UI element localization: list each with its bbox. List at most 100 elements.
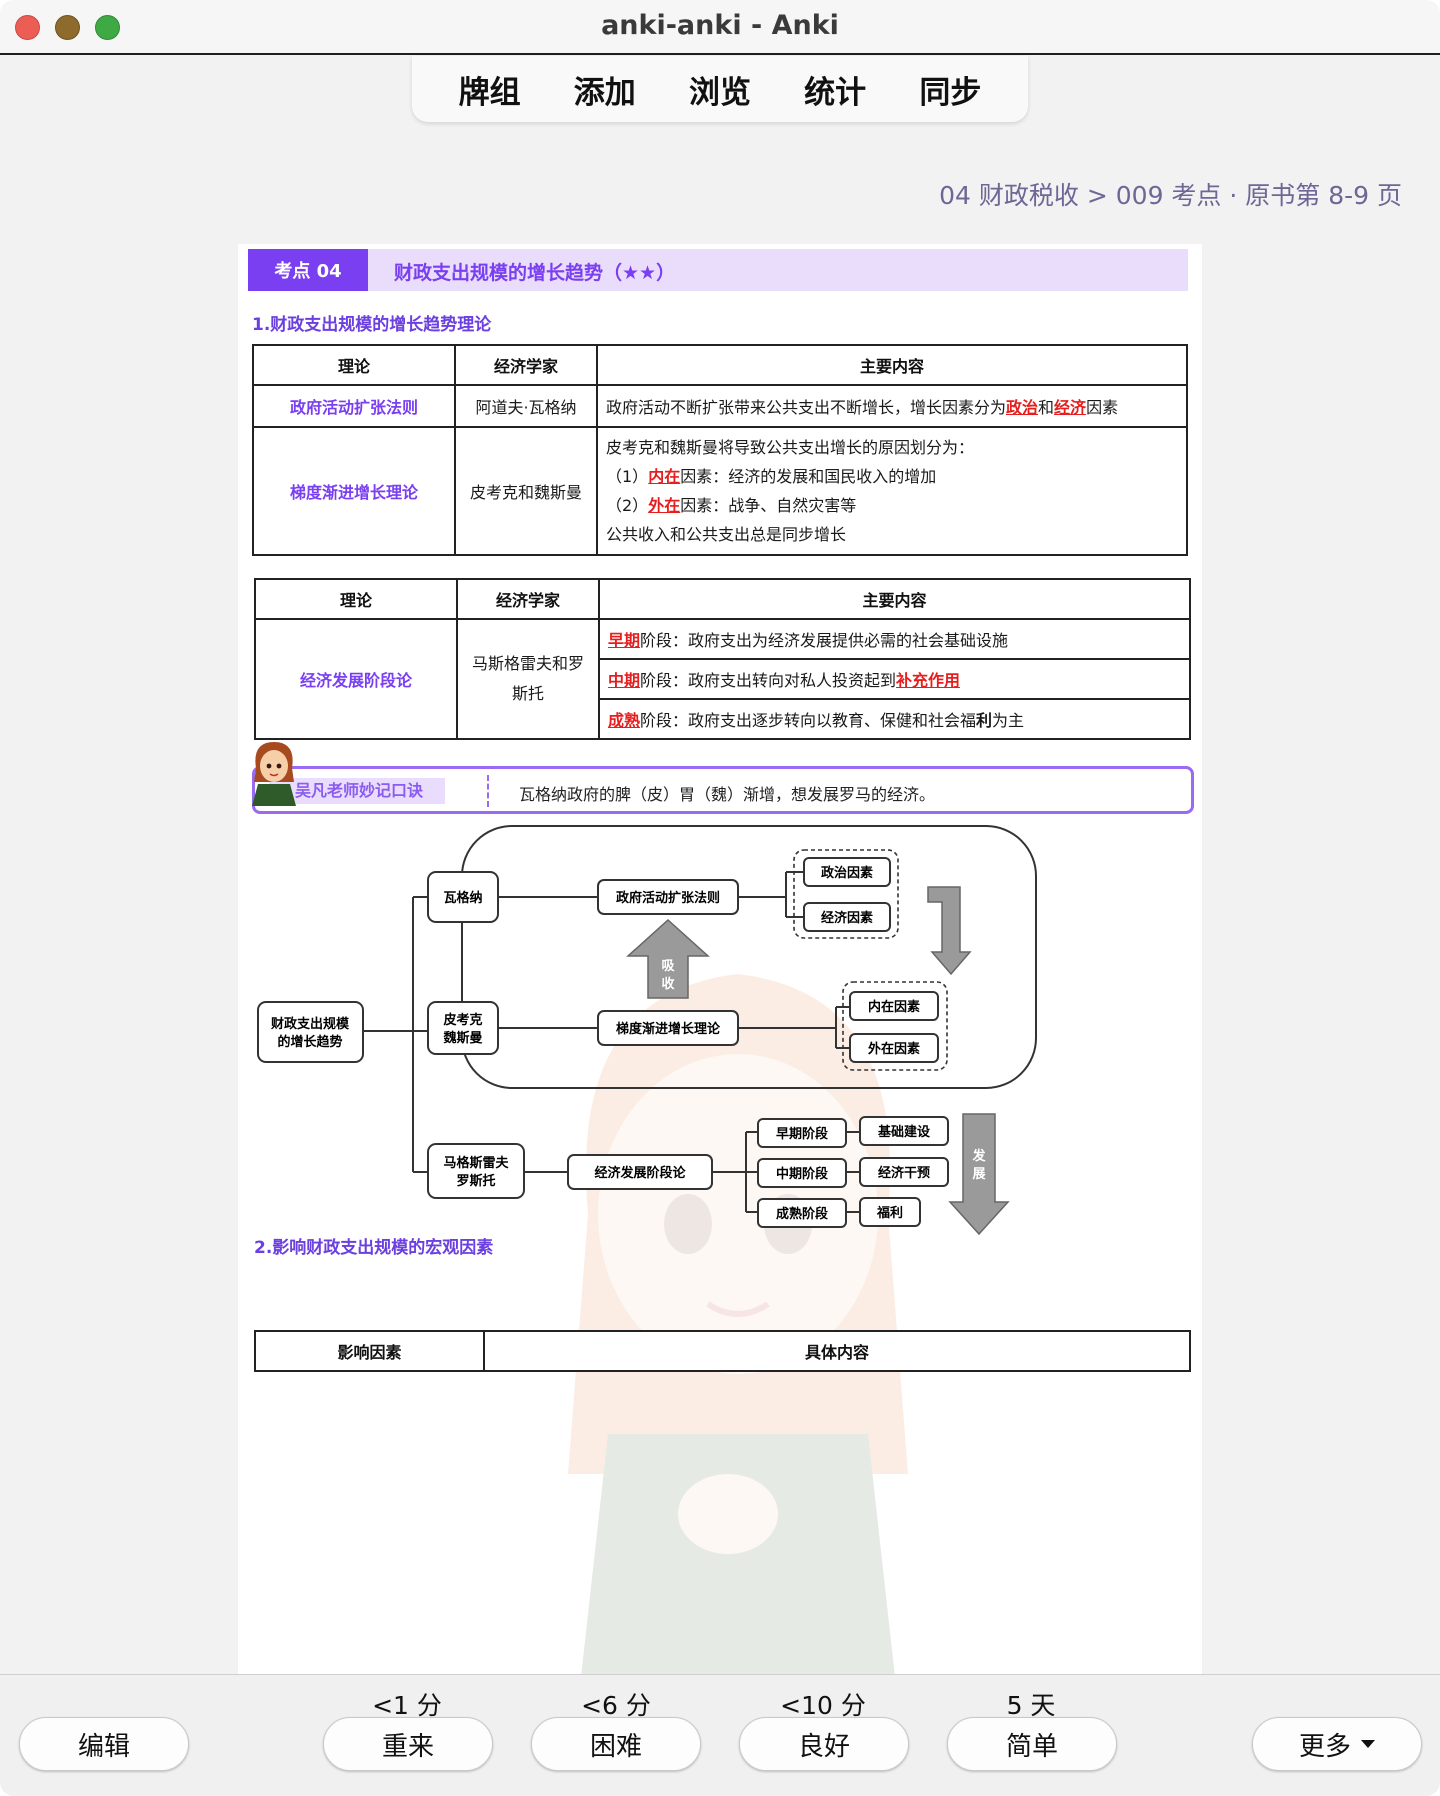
theory-name: 经济发展阶段论 xyxy=(254,618,458,740)
macro-factors-table: 影响因素 具体内容 xyxy=(254,1330,1191,1372)
close-window-button[interactable] xyxy=(15,15,40,40)
good-button[interactable]: 良好 xyxy=(739,1717,909,1771)
easy-interval: 5 天 xyxy=(1006,1691,1056,1720)
node-peacock-line1: 皮考克 xyxy=(442,1012,482,1027)
easy-button[interactable]: 简单 xyxy=(947,1717,1117,1771)
col-theory: 理论 xyxy=(252,344,456,386)
edit-button[interactable]: 编辑 xyxy=(19,1717,189,1771)
kp-header: 考点 04 财政支出规模的增长趋势（★★） xyxy=(248,249,1188,291)
highlight-economic: 经济 xyxy=(1054,398,1087,417)
content-text: （1） xyxy=(606,467,649,486)
node-stage-theory xyxy=(567,1154,713,1190)
highlight-middle: 中期 xyxy=(608,671,641,690)
absorb-label-1: 吸 xyxy=(661,958,675,973)
node-musgrave-line2: 罗斯托 xyxy=(456,1173,495,1188)
node-political-factor xyxy=(803,857,891,887)
economist-name: 皮考克和魏斯曼 xyxy=(454,426,598,556)
col-theory: 理论 xyxy=(254,578,458,620)
good-interval: <10 分 xyxy=(780,1691,866,1720)
again-button[interactable]: 重来 xyxy=(323,1717,493,1771)
node-mature-stage xyxy=(757,1198,847,1228)
highlight-early: 早期 xyxy=(608,631,641,650)
table-row: 成熟阶段：政府支出逐步转向以教育、保健和社会福利为主 xyxy=(255,698,1191,740)
node-musgrave-line1: 马格斯雷夫 xyxy=(443,1155,509,1170)
node-gradual-theory-label: 梯度渐进增长理论 xyxy=(616,1021,721,1036)
col-detail: 具体内容 xyxy=(483,1330,1191,1372)
node-intervention xyxy=(859,1157,949,1187)
nav-browse[interactable]: 浏览 xyxy=(688,74,751,111)
develop-label-2: 展 xyxy=(972,1166,986,1181)
table-header-row: 影响因素 具体内容 xyxy=(254,1330,1191,1372)
stage-content: 成熟阶段：政府支出逐步转向以教育、保健和社会福利为主 xyxy=(598,698,1191,740)
theory-name: 政府活动扩张法则 xyxy=(252,384,456,428)
content-line: （1）内在因素：经济的发展和国民收入的增加 xyxy=(606,462,1178,491)
more-button[interactable]: 更多 xyxy=(1252,1717,1422,1771)
growth-trend-diagram: 财政支出规模 的增长趋势 瓦格纳 政府活动扩张法则 政治因素 经济因素 吸 收 … xyxy=(257,825,1037,1236)
col-content: 主要内容 xyxy=(596,344,1188,386)
content-line: 公共收入和公共支出总是同步增长 xyxy=(606,525,847,544)
nav-add[interactable]: 添加 xyxy=(573,74,636,111)
node-wagner-label: 瓦格纳 xyxy=(443,890,482,905)
teacher-avatar-icon xyxy=(252,742,296,806)
nav-sync[interactable]: 同步 xyxy=(919,74,982,111)
node-external-factor xyxy=(849,1033,939,1063)
card-content: 考点 04 财政支出规模的增长趋势（★★） 1.财政支出规模的增长趋势理论 理论… xyxy=(238,244,1202,1674)
hard-button[interactable]: 困难 xyxy=(531,1717,701,1771)
kp-tag: 考点 04 xyxy=(248,249,368,291)
highlight-external: 外在 xyxy=(648,496,681,515)
theory-content: 政府活动不断扩张带来公共支出不断增长，增长因素分为政治和经济因素 xyxy=(596,384,1188,428)
node-middle-stage-label: 中期阶段 xyxy=(776,1166,828,1181)
nav-decks[interactable]: 牌组 xyxy=(458,74,521,111)
mnemonic-label: 吴凡老师妙记口诀 xyxy=(269,778,445,804)
node-root-line1: 财政支出规模 xyxy=(271,1016,350,1031)
node-peacock-line2: 魏斯曼 xyxy=(442,1030,482,1045)
col-content: 主要内容 xyxy=(598,578,1191,620)
content-text: 阶段：政府支出为经济发展提供必需的社会基础设施 xyxy=(640,631,1009,650)
content-text: 阶段：政府支出逐步转向以教育、保健和社会福 xyxy=(640,711,977,730)
node-middle-stage xyxy=(757,1158,847,1188)
content-text: （2） xyxy=(606,496,649,515)
stage-content: 中期阶段：政府支出转向对私人投资起到补充作用 xyxy=(598,658,1191,700)
develop-arrow-icon xyxy=(948,1113,1010,1236)
bent-arrow-icon xyxy=(927,886,972,976)
node-expansion-law-label: 政府活动扩张法则 xyxy=(616,890,720,905)
content-line: （2）外在因素：战争、自然灾害等 xyxy=(606,491,1178,520)
highlight-mature: 成熟 xyxy=(608,711,641,730)
node-external-factor-label: 外在因素 xyxy=(867,1041,920,1056)
node-early-stage-label: 早期阶段 xyxy=(776,1126,828,1141)
node-intervention-label: 经济干预 xyxy=(878,1165,930,1180)
minimize-window-button[interactable] xyxy=(55,15,80,40)
content-text: 为主 xyxy=(992,711,1025,730)
develop-label-1: 发 xyxy=(971,1148,986,1163)
col-economist: 经济学家 xyxy=(456,578,600,620)
table-row: 经济发展阶段论 马斯格雷夫和罗斯托 早期阶段：政府支出为经济发展提供必需的社会基… xyxy=(254,618,1191,740)
node-economic-factor xyxy=(803,902,891,932)
node-infrastructure xyxy=(859,1116,949,1146)
node-wagner xyxy=(427,871,499,923)
node-economic-factor-label: 经济因素 xyxy=(821,910,873,925)
chevron-down-icon xyxy=(1361,1740,1375,1748)
node-root xyxy=(257,1001,364,1063)
table-row: 中期阶段：政府支出转向对私人投资起到补充作用 xyxy=(255,658,1191,700)
theory-content: 皮考克和魏斯曼将导致公共支出增长的原因划分为： （1）内在因素：经济的发展和国民… xyxy=(596,426,1188,556)
title-bar: anki-anki - Anki xyxy=(0,0,1440,55)
node-political-factor-label: 政治因素 xyxy=(821,865,873,880)
nav-stats[interactable]: 统计 xyxy=(804,74,867,111)
economist-name: 马斯格雷夫和罗斯托 xyxy=(456,618,600,740)
again-interval: <1 分 xyxy=(372,1691,442,1720)
content-text: 利 xyxy=(976,711,993,730)
theory-table: 理论 经济学家 主要内容 政府活动扩张法则 阿道夫·瓦格纳 政府活动不断扩张带来… xyxy=(252,344,1188,556)
factor-group-frame xyxy=(793,849,899,939)
table-header-row: 理论 经济学家 主要内容 xyxy=(252,344,1188,386)
content-text: 和 xyxy=(1038,398,1055,417)
diagram-group-frame xyxy=(461,825,1037,1089)
node-gradual-theory xyxy=(597,1010,739,1046)
zoom-window-button[interactable] xyxy=(95,15,120,40)
node-welfare xyxy=(859,1197,921,1227)
node-early-stage xyxy=(757,1118,847,1148)
table-row: 梯度渐进增长理论 皮考克和魏斯曼 皮考克和魏斯曼将导致公共支出增长的原因划分为：… xyxy=(252,426,1188,556)
content-text: 因素：经济的发展和国民收入的增加 xyxy=(680,467,937,486)
mnemonic-divider xyxy=(487,775,489,807)
content-text: 阶段：政府支出转向对私人投资起到 xyxy=(640,671,897,690)
